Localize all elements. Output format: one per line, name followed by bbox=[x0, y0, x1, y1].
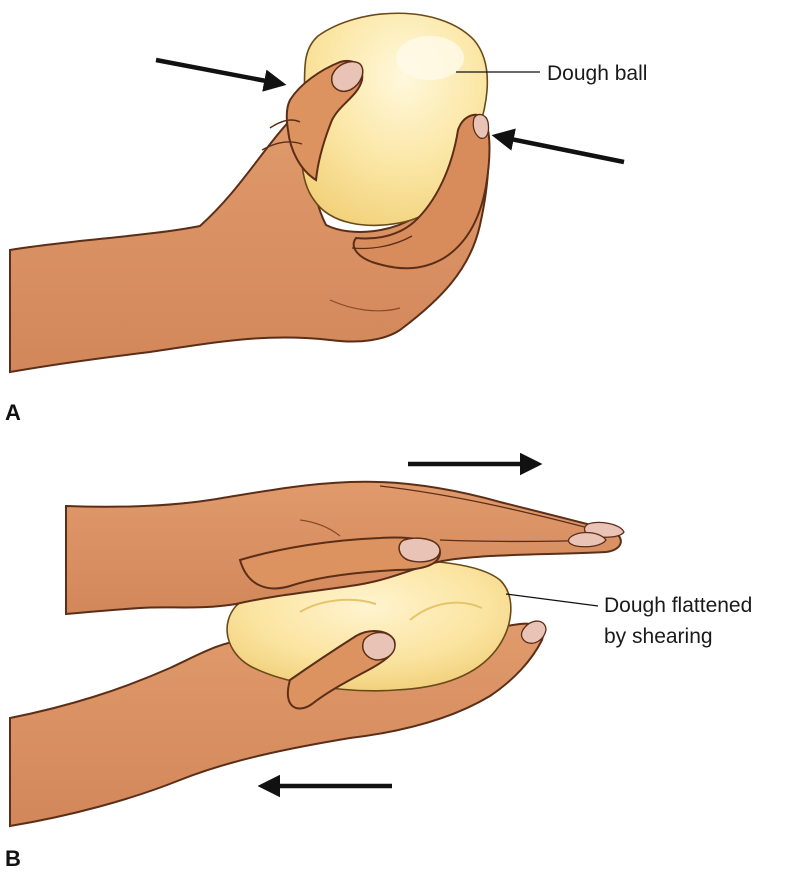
dough-flattened-leader-line bbox=[505, 593, 599, 607]
upper-finger-nail-2 bbox=[567, 531, 607, 548]
panel-a: Dough ball A bbox=[5, 12, 647, 425]
palm-crease-a bbox=[329, 299, 401, 312]
dough-flattened-fold2 bbox=[409, 601, 483, 621]
panel-a-letter: A bbox=[5, 400, 21, 425]
finger-a-nail bbox=[472, 113, 490, 140]
finger-crease-a1 bbox=[351, 235, 413, 250]
thumb-b-nail bbox=[362, 631, 396, 661]
lower-hand-finger-nail bbox=[520, 620, 547, 644]
dough-ball-label: Dough ball bbox=[547, 62, 647, 85]
finger-line-b1 bbox=[379, 485, 597, 531]
dough-flattened-label-line1: Dough flattened bbox=[604, 594, 752, 617]
arrow-a-left bbox=[155, 57, 287, 92]
dough-flattened-fold bbox=[299, 598, 377, 613]
knuckle-crease-a2 bbox=[261, 141, 303, 151]
panel-b: Dough flattened by shearing B bbox=[5, 452, 752, 871]
knuckle-crease-a1 bbox=[269, 119, 301, 129]
upper-thumb-b bbox=[238, 536, 442, 590]
dough-ball-a-highlight bbox=[396, 36, 464, 80]
knuckle-line-b bbox=[299, 519, 341, 537]
arrow-a-right bbox=[491, 128, 625, 165]
dough-flattened-label-line2: by shearing bbox=[604, 625, 713, 648]
upper-thumb-nail bbox=[398, 537, 441, 563]
thumb-a-nail bbox=[331, 60, 364, 92]
panel-b-letter: B bbox=[5, 846, 21, 871]
